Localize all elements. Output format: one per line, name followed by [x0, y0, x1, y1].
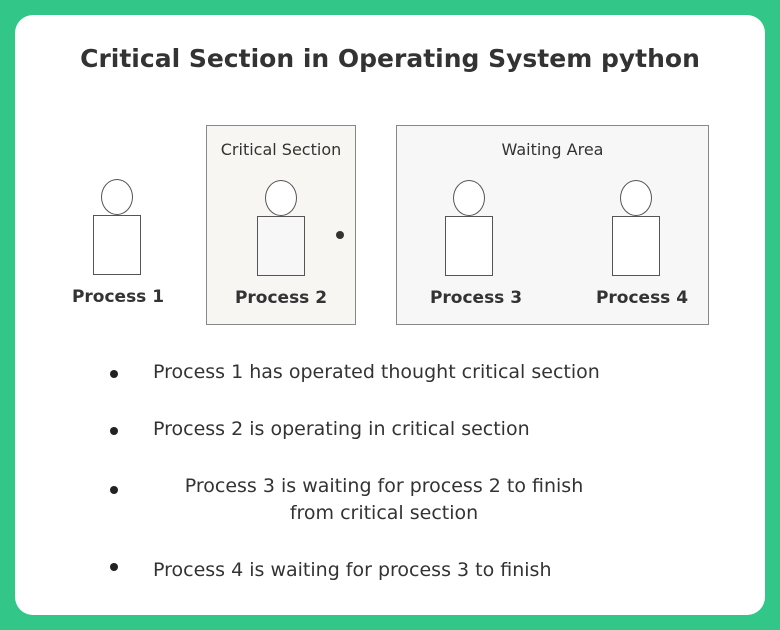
process-2-label: Process 2 [234, 288, 328, 308]
process-1-label: Process 1 [71, 287, 165, 307]
process-1-body [93, 215, 141, 275]
process-3-head [453, 180, 485, 216]
process-2-head [265, 180, 297, 216]
note-3-text-continued: from critical section [289, 502, 479, 524]
note-1-text: Process 1 has operated thought critical … [153, 361, 600, 383]
process-3-label: Process 3 [429, 288, 523, 308]
diagram-title: Critical Section in Operating System pyt… [80, 44, 700, 73]
note-1-bullet [110, 370, 118, 378]
note-2-bullet [110, 427, 118, 435]
process-1-head [101, 179, 133, 215]
marker-dot [336, 231, 344, 239]
critical-section-label: Critical Section [220, 140, 342, 159]
note-3-bullet [110, 486, 118, 494]
note-4-text: Process 4 is waiting for process 3 to fi… [153, 559, 552, 581]
note-4-bullet [110, 563, 118, 571]
note-3-text: Process 3 is waiting for process 2 to fi… [184, 475, 584, 497]
note-2-text: Process 2 is operating in critical secti… [153, 418, 530, 440]
process-3-body [445, 216, 493, 276]
process-4-body [612, 216, 660, 276]
waiting-area-label: Waiting Area [501, 140, 604, 159]
process-4-head [620, 180, 652, 216]
process-4-label: Process 4 [595, 288, 689, 308]
process-2-body [257, 216, 305, 276]
